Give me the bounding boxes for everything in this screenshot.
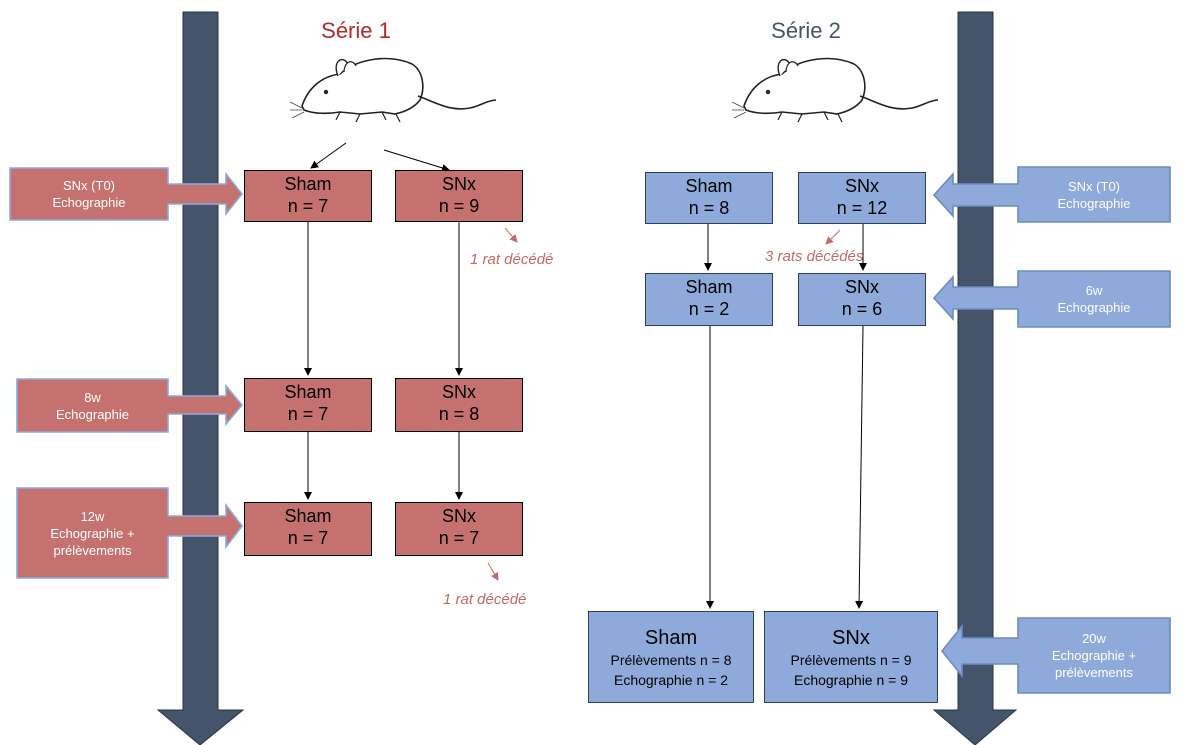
series2-snx-t0-box: SNx n = 12 [798,172,926,224]
series1-label-t0: SNx (T0) Echographie [52,178,126,210]
series2-sham-6w-box: Sham n = 2 [645,273,773,326]
series1-snx-t0-box: SNx n = 9 [395,170,523,222]
series1-connectors [304,142,463,500]
series1-snx-12w-box: SNx n = 7 [395,502,523,556]
series1-sham-8w-box: Sham n = 7 [244,378,372,432]
series1-block-arrows [9,167,244,579]
series1-sham-t0-box: Sham n = 7 [244,170,372,222]
series2-sham-final-box: Sham Prélèvements n = 8 Echographie n = … [588,611,754,703]
series1-label-8w: 8w Echographie [56,389,129,422]
series2-death-note: 3 rats décédés [765,248,864,265]
rat-icon [731,57,939,123]
series2-snx-6w-box: SNx n = 6 [798,273,926,326]
series2-label-20w: 20w Echographie + prélèvements [1051,631,1137,680]
series2-snx-final-box: SNx Prélèvements n = 9 Echographie n = 9 [764,611,938,703]
series2-title: Série 2 [771,18,841,43]
series2-sham-t0-box: Sham n = 8 [645,172,773,224]
series1-title: Série 1 [321,18,391,43]
series1-snx-8w-box: SNx n = 8 [395,378,523,432]
series1-label-12w: 12w Echographie + prélèvements [50,508,135,558]
series2-label-6w: 6w Echographie [1057,283,1131,315]
rat-icon [289,57,497,123]
series1-sham-12w-box: Sham n = 7 [244,502,372,556]
series2-label-t0: SNx (T0) Echographie [1057,178,1131,211]
series1-death-note-1: 1 rat décédé [470,251,554,268]
series2-block-arrows [932,166,1171,694]
timeline-arrow-series1 [156,11,245,745]
timeline-arrow-series2 [932,11,1018,745]
series2-connectors [704,224,867,609]
series1-death-note-2: 1 rat décédé [443,591,527,608]
